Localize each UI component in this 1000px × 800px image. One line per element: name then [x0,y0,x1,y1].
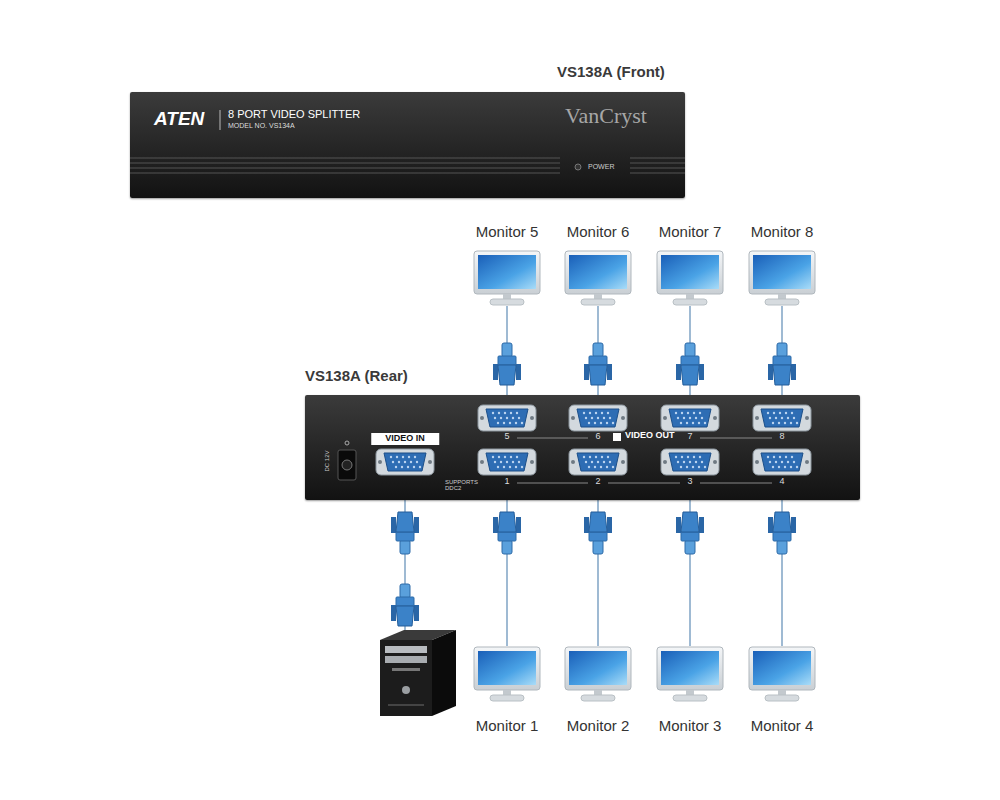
panel-text: 2 [595,477,600,487]
splitter-rear: VS138A (Rear)VIDEO INDC 12V56VIDEO OUT78… [305,395,860,500]
monitor: Monitor 3 [655,646,725,736]
monitor-icon [747,646,817,702]
monitor: Monitor 4 [747,646,817,736]
computer-tower [380,630,456,716]
monitor-label: Monitor 6 [563,222,633,242]
view-title: VS138A (Rear) [305,368,408,385]
monitor-icon [563,250,633,306]
panel-text: 8 [779,432,784,442]
monitor-icon [655,646,725,702]
monitor: Monitor 1 [472,646,542,736]
panel-text: 4 [779,477,784,487]
panel-text: 6 [595,432,600,442]
panel-text: 5 [504,432,509,442]
panel-text: 3 [687,477,692,487]
monitor-label: Monitor 2 [563,716,633,736]
panel-text: ATEN [154,109,204,130]
splitter-front: VS138A (Front)ATEN8 PORT VIDEO SPLITTERM… [130,92,685,198]
monitor: Monitor 2 [563,646,633,736]
monitor-label: Monitor 1 [472,716,542,736]
monitor: Monitor 5 [472,222,542,306]
monitor-icon [563,646,633,702]
monitor-icon [472,250,542,306]
panel-text: POWER [588,163,614,171]
rear-panel-art [305,395,860,500]
monitor-icon [747,250,817,306]
monitor: Monitor 6 [563,222,633,306]
panel-text: 7 [687,432,692,442]
monitor: Monitor 8 [747,222,817,306]
panel-text: 1 [504,477,509,487]
monitor-icon [472,646,542,702]
monitor-label: Monitor 4 [747,716,817,736]
monitor-label: Monitor 5 [472,222,542,242]
panel-text: VanCryst [565,104,647,128]
panel-text: SUPPORTS DDC2 [445,479,479,491]
panel-text: DC 12V [324,450,331,471]
monitor-label: Monitor 8 [747,222,817,242]
panel-text: VIDEO IN [371,433,439,445]
monitor-label: Monitor 7 [655,222,725,242]
panel-text: VIDEO OUT [625,431,675,441]
monitor-label: Monitor 3 [655,716,725,736]
monitor: Monitor 7 [655,222,725,306]
panel-text: MODEL NO. VS134A [228,122,295,130]
monitor-icon [655,250,725,306]
view-title: VS138A (Front) [557,64,665,81]
panel-text: 8 PORT VIDEO SPLITTER [228,108,360,120]
